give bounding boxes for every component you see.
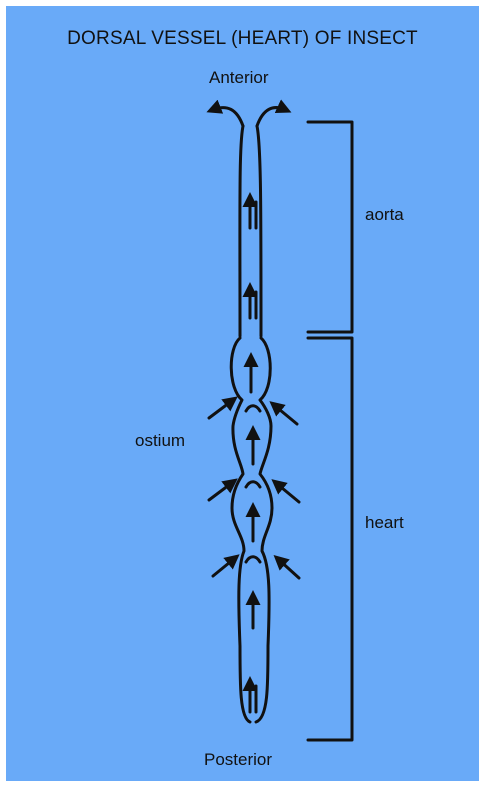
diagram-panel: DORSAL VESSEL (HEART) OF INSECT (6, 6, 479, 781)
chamber-cap-2 (246, 482, 260, 487)
ostium-arrow-left (213, 558, 235, 576)
ostium-arrow-left (209, 400, 233, 418)
aorta-wall-left (240, 126, 243, 336)
aorta-bracket (308, 122, 352, 332)
ostium-arrow-right (276, 483, 299, 502)
flow-arrows-internal (250, 198, 256, 712)
heart-label: heart (365, 513, 404, 533)
chamber-cap-3 (246, 557, 260, 562)
heart-bracket (308, 338, 352, 740)
aorta-label: aorta (365, 205, 404, 225)
dorsal-vessel-drawing (6, 6, 479, 781)
ostium-label: ostium (135, 431, 185, 451)
heart-wall-right (256, 338, 272, 722)
aorta-wall-right (257, 126, 261, 336)
anterior-flow-arrow-left (212, 108, 243, 126)
chamber-cap-1 (246, 406, 260, 411)
ostia-inflow-arrows (209, 400, 299, 578)
posterior-label: Posterior (204, 750, 272, 770)
ostium-arrow-left (209, 482, 233, 500)
ostium-arrow-right (278, 559, 299, 578)
anterior-flow-arrow-right (257, 108, 286, 126)
ostium-arrow-right (274, 405, 297, 424)
anterior-label: Anterior (209, 68, 269, 88)
heart-wall-left (231, 338, 250, 722)
